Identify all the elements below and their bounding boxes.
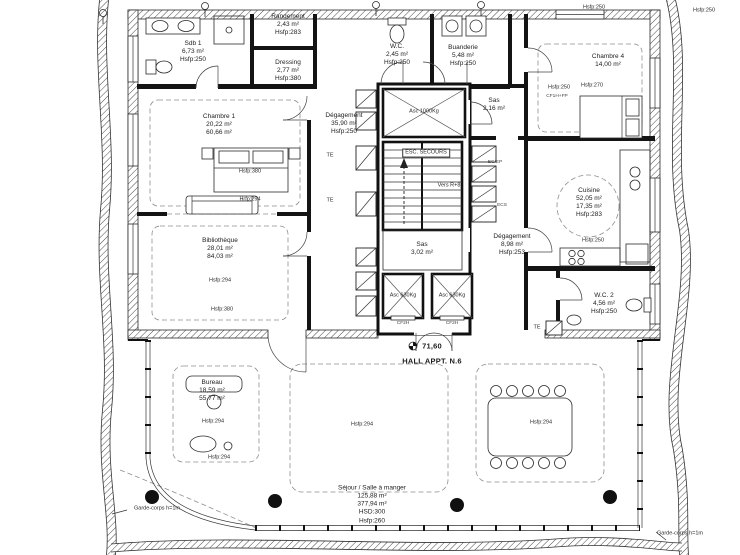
grid-tick-icon xyxy=(99,1,485,24)
toilet-icon xyxy=(387,17,407,44)
windows xyxy=(127,9,661,325)
column-icon xyxy=(603,490,617,504)
shaft-icon xyxy=(355,89,563,336)
annotations xyxy=(99,1,485,351)
elevator-630kg-left-icon xyxy=(381,272,425,320)
column-icon xyxy=(145,490,159,504)
stairs-icon xyxy=(381,140,464,232)
balcony-edges xyxy=(97,0,691,555)
vanity-icon xyxy=(145,17,201,35)
desk-icon xyxy=(185,375,243,453)
dining-table-icon xyxy=(487,385,573,469)
bed-icon xyxy=(201,147,301,193)
column-icon xyxy=(450,498,464,512)
columns xyxy=(145,490,617,512)
washer-icon xyxy=(441,15,487,37)
stair-elevator-core xyxy=(376,82,474,336)
toilet-icon xyxy=(145,59,173,75)
bed-icon xyxy=(579,95,643,139)
glazed-facade xyxy=(128,339,660,531)
technical-shafts xyxy=(355,89,563,336)
elevator-1000kg-icon xyxy=(381,87,467,139)
sofa-icon xyxy=(185,195,259,215)
interior-walls xyxy=(137,14,655,330)
furniture xyxy=(145,15,652,469)
elevator-630kg-right-icon xyxy=(430,272,474,320)
shower-icon xyxy=(213,15,245,45)
toilet-icon xyxy=(566,297,652,326)
level-marker-icon xyxy=(408,341,418,351)
column-icon xyxy=(268,494,282,508)
stair-up-arrow-icon xyxy=(400,158,408,168)
kitchen-counter-icon xyxy=(559,149,651,267)
